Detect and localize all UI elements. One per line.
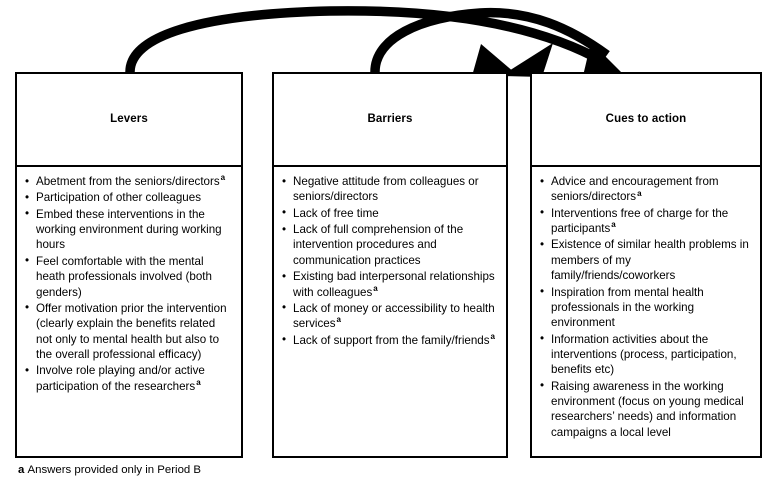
box-levers-body: Abetment from the seniors/directorsa Par… bbox=[17, 167, 241, 456]
footnote-marker: a bbox=[336, 315, 341, 325]
figure-footnote: a Answers provided only in Period B bbox=[18, 463, 201, 477]
list-item-text: Abetment from the seniors/directors bbox=[36, 175, 220, 188]
footnote-marker bbox=[379, 205, 380, 214]
list-item-text: Raising awareness in the working environ… bbox=[551, 379, 744, 439]
levers-list: Abetment from the seniors/directorsa Par… bbox=[24, 173, 234, 394]
list-item-text: Negative attitude from colleagues or sen… bbox=[293, 175, 479, 204]
list-item-text: Feel comfortable with the mental heath p… bbox=[36, 254, 212, 299]
list-item-text: Lack of free time bbox=[293, 206, 379, 220]
box-barriers-title: Barriers bbox=[367, 112, 413, 125]
list-item-text: Offer motivation prior the intervention … bbox=[36, 301, 227, 361]
list-item: Advice and encouragement from seniors/di… bbox=[539, 174, 753, 205]
footnote-marker bbox=[614, 361, 615, 370]
list-item-text: Lack of money or accessibility to health… bbox=[293, 301, 495, 331]
list-item: Existence of similar health problems in … bbox=[539, 237, 753, 283]
list-item-text: Involve role playing and/or active parti… bbox=[36, 364, 205, 393]
footnote-marker: a bbox=[490, 331, 495, 341]
footnote-marker: a bbox=[637, 188, 642, 198]
box-cues-header: Cues to action bbox=[532, 74, 760, 167]
cues-list: Advice and encouragement from seniors/di… bbox=[539, 174, 753, 440]
footnote-marker bbox=[201, 346, 202, 355]
list-item-text: Embed these interventions in the working… bbox=[36, 207, 222, 252]
list-item: Participation of other colleagues bbox=[24, 190, 234, 206]
box-cues-body: Advice and encouragement from seniors/di… bbox=[532, 167, 760, 456]
list-item: Feel comfortable with the mental heath p… bbox=[24, 253, 234, 300]
box-barriers-body: Negative attitude from colleagues or sen… bbox=[274, 167, 506, 456]
list-item: Offer motivation prior the intervention … bbox=[24, 300, 234, 362]
box-cues-title: Cues to action bbox=[605, 112, 687, 125]
list-item: Interventions free of charge for the par… bbox=[539, 205, 753, 237]
footnote-marker: a bbox=[611, 220, 616, 230]
list-item: Lack of money or accessibility to health… bbox=[281, 300, 499, 332]
list-item: Involve role playing and/or active parti… bbox=[24, 363, 234, 394]
list-item: Inspiration from mental health professio… bbox=[539, 284, 753, 331]
footnote-marker bbox=[671, 424, 672, 433]
list-item: Embed these interventions in the working… bbox=[24, 206, 234, 253]
list-item: Raising awareness in the working environ… bbox=[539, 378, 753, 440]
footnote-marker bbox=[201, 190, 202, 199]
barriers-list: Negative attitude from colleagues or sen… bbox=[281, 174, 499, 348]
list-item: Lack of support from the family/friendsa bbox=[281, 331, 499, 348]
list-item: Lack of full comprehension of the interv… bbox=[281, 222, 499, 268]
list-item-text: Existing bad interpersonal relationships… bbox=[293, 270, 495, 299]
arrow-barriers-to-cues bbox=[370, 7, 610, 77]
box-levers: Levers Abetment from the seniors/directo… bbox=[15, 72, 243, 458]
footnote-marker bbox=[421, 252, 422, 261]
arrow-levers-to-cues bbox=[125, 6, 624, 76]
footnote-marker: a bbox=[220, 173, 226, 183]
box-levers-header: Levers bbox=[17, 74, 241, 167]
footnote-marker: a bbox=[196, 377, 201, 387]
footnote-marker-symbol: a bbox=[18, 464, 25, 476]
list-item: Lack of free time bbox=[281, 205, 499, 221]
list-item-text: Lack of full comprehension of the interv… bbox=[293, 223, 464, 267]
list-item-text: Lack of support from the family/friends bbox=[293, 333, 490, 347]
list-item-text: Interventions free of charge for the par… bbox=[551, 206, 729, 236]
footnote-marker bbox=[615, 314, 616, 323]
list-item: Negative attitude from colleagues or sen… bbox=[281, 174, 499, 205]
list-item-text: Participation of other colleagues bbox=[36, 191, 201, 205]
list-item: Abetment from the seniors/directorsa bbox=[24, 173, 234, 189]
box-cues-to-action: Cues to action Advice and encouragement … bbox=[530, 72, 762, 458]
box-barriers-header: Barriers bbox=[274, 74, 506, 167]
list-item: Information activities about the interve… bbox=[539, 331, 753, 378]
list-item-text: Inspiration from mental health professio… bbox=[551, 285, 704, 330]
footnote-marker bbox=[378, 189, 379, 198]
footnote-marker: a bbox=[373, 283, 378, 293]
list-item: Existing bad interpersonal relationships… bbox=[281, 269, 499, 300]
footnote-marker bbox=[675, 267, 676, 276]
box-levers-title: Levers bbox=[110, 112, 148, 125]
footnote-text: Answers provided only in Period B bbox=[27, 464, 201, 476]
list-item-text: Existence of similar health problems in … bbox=[551, 238, 749, 283]
box-barriers: Barriers Negative attitude from colleagu… bbox=[272, 72, 508, 458]
footnote-marker bbox=[65, 237, 66, 246]
footnote-marker bbox=[82, 284, 83, 293]
list-item-text: Information activities about the interve… bbox=[551, 332, 737, 377]
list-item-text: Advice and encouragement from seniors/di… bbox=[551, 175, 719, 204]
